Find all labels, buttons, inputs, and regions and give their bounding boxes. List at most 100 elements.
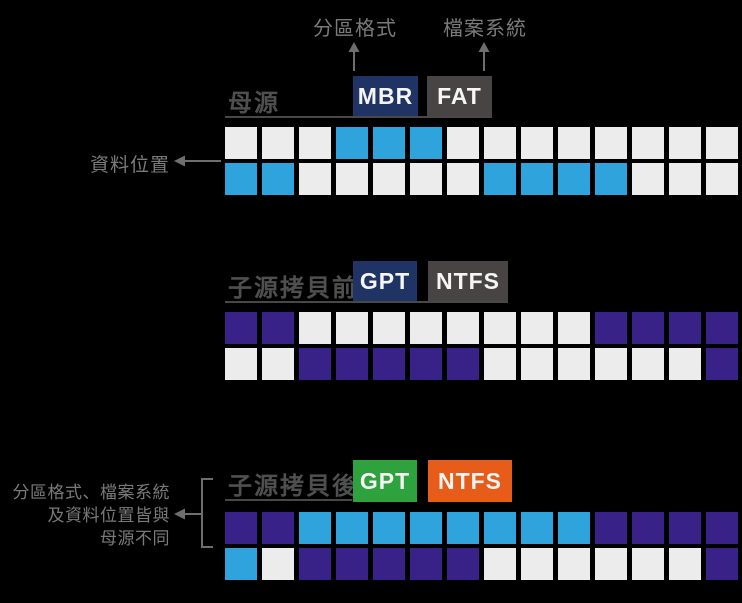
- disk-block-white: [632, 548, 664, 580]
- filesystem-badge: FAT: [427, 76, 492, 116]
- disk-block-blue: [558, 512, 590, 544]
- disk-block-white: [410, 163, 442, 195]
- section-title-child-after: 子源拷貝後: [228, 473, 358, 500]
- left-arrow-data-location: [174, 155, 221, 167]
- disk-block-blue: [225, 163, 257, 195]
- block-row: [225, 312, 738, 344]
- disk-block-white: [336, 163, 368, 195]
- disk-block-purple: [706, 348, 738, 380]
- disk-block-purple: [706, 512, 738, 544]
- disk-block-white: [669, 127, 701, 159]
- disk-block-purple: [336, 548, 368, 580]
- disk-block-white: [484, 127, 516, 159]
- disk-block-white: [410, 312, 442, 344]
- disk-block-white: [447, 127, 479, 159]
- disk-block-white: [558, 312, 590, 344]
- disk-block-purple: [410, 548, 442, 580]
- section-underline: [225, 499, 352, 501]
- disk-block-white: [521, 127, 553, 159]
- disk-block-blue: [521, 163, 553, 195]
- disk-block-white: [632, 127, 664, 159]
- difference-bracket: [201, 478, 213, 548]
- section-title-child-before: 子源拷貝前: [228, 275, 358, 302]
- partition-format-badge: GPT: [353, 261, 417, 301]
- disk-block-blue: [373, 512, 405, 544]
- disk-block-blue: [447, 512, 479, 544]
- disk-block-white: [373, 312, 405, 344]
- data-location-annotation: 資料位置: [89, 155, 170, 176]
- left-arrow-difference-note: [174, 508, 201, 520]
- disk-block-white: [447, 163, 479, 195]
- disk-block-white: [484, 312, 516, 344]
- disk-block-blue: [410, 512, 442, 544]
- disk-block-purple: [336, 348, 368, 380]
- partition-format-badge: MBR: [353, 76, 418, 116]
- section-title-source: 母源: [228, 90, 280, 117]
- disk-block-white: [447, 312, 479, 344]
- disk-block-blue: [558, 163, 590, 195]
- disk-block-white: [558, 348, 590, 380]
- difference-note-annotation: 分區格式、檔案系統 及資料位置皆與 母源不同: [0, 481, 170, 550]
- disk-block-purple: [706, 312, 738, 344]
- disk-block-white: [669, 348, 701, 380]
- disk-block-purple: [373, 348, 405, 380]
- disk-block-white: [225, 127, 257, 159]
- disk-block-purple: [262, 312, 294, 344]
- disk-block-white: [373, 163, 405, 195]
- difference-note-line-1: 分區格式、檔案系統: [12, 483, 170, 502]
- disk-block-white: [225, 348, 257, 380]
- disk-block-purple: [447, 348, 479, 380]
- disk-block-purple: [447, 548, 479, 580]
- disk-block-white: [706, 163, 738, 195]
- disk-block-white: [262, 348, 294, 380]
- disk-block-purple: [595, 512, 627, 544]
- disk-block-white: [521, 348, 553, 380]
- disk-block-purple: [669, 312, 701, 344]
- disk-block-white: [336, 312, 368, 344]
- disk-block-purple: [595, 312, 627, 344]
- filesystem-badge: NTFS: [428, 460, 512, 502]
- disk-block-white: [669, 548, 701, 580]
- disk-block-white: [669, 163, 701, 195]
- disk-block-white: [558, 127, 590, 159]
- disk-block-blue: [484, 163, 516, 195]
- disk-block-white: [262, 127, 294, 159]
- disk-block-white: [262, 548, 294, 580]
- difference-note-line-2: 及資料位置皆與: [47, 506, 170, 525]
- disk-block-blue: [373, 127, 405, 159]
- disk-block-blue: [225, 548, 257, 580]
- disk-block-blue: [410, 127, 442, 159]
- disk-block-white: [632, 348, 664, 380]
- disk-block-purple: [706, 548, 738, 580]
- disk-block-white: [595, 348, 627, 380]
- disk-block-purple: [262, 512, 294, 544]
- disk-block-white: [595, 127, 627, 159]
- disk-block-white: [299, 127, 331, 159]
- up-arrow-partition-format: [348, 42, 360, 71]
- disk-block-blue: [521, 512, 553, 544]
- disk-block-purple: [225, 512, 257, 544]
- disk-block-white: [706, 127, 738, 159]
- disk-block-white: [299, 163, 331, 195]
- disk-block-white: [558, 548, 590, 580]
- disk-block-white: [484, 348, 516, 380]
- disk-block-purple: [632, 312, 664, 344]
- disk-block-white: [521, 548, 553, 580]
- block-row: [225, 163, 738, 195]
- file-system-annotation: 檔案系統: [443, 18, 527, 40]
- section-underline: [225, 301, 508, 303]
- disk-block-blue: [299, 512, 331, 544]
- disk-block-purple: [632, 512, 664, 544]
- block-row: [225, 348, 738, 380]
- block-row: [225, 127, 738, 159]
- disk-block-purple: [299, 548, 331, 580]
- disk-block-purple: [373, 548, 405, 580]
- partition-format-annotation: 分區格式: [313, 18, 397, 40]
- disk-block-blue: [262, 163, 294, 195]
- disk-block-white: [632, 163, 664, 195]
- disk-block-purple: [225, 312, 257, 344]
- disk-block-white: [595, 548, 627, 580]
- disk-block-white: [484, 548, 516, 580]
